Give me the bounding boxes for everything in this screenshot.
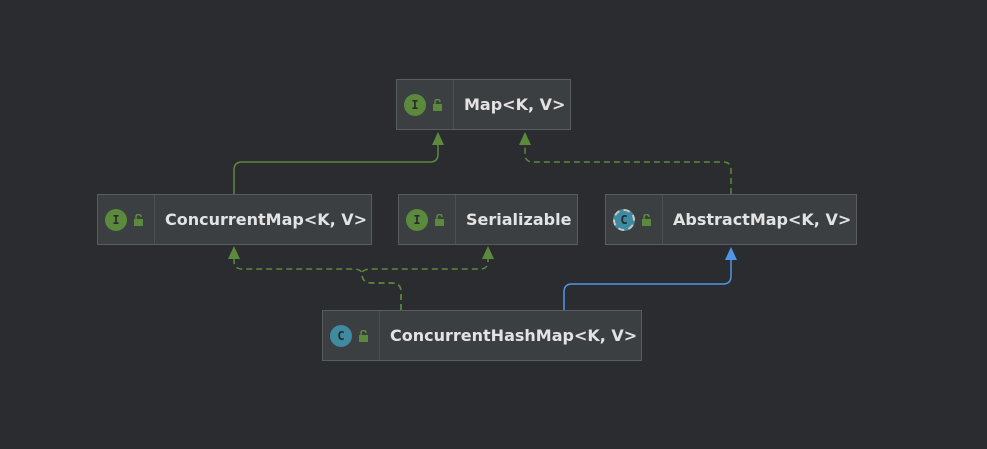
arrowhead-concurrentmap <box>228 246 240 259</box>
node-map[interactable]: I Map<K, V> <box>396 79 571 130</box>
node-label: ConcurrentHashMap<K, V> <box>390 326 638 345</box>
node-label: AbstractMap<K, V> <box>673 210 852 229</box>
arrowhead-map-right <box>519 132 531 145</box>
node-icons: C <box>606 195 663 244</box>
unlocked-icon <box>433 98 442 111</box>
node-abstractmap[interactable]: C AbstractMap<K, V> <box>605 194 857 245</box>
arrowhead-abstractmap <box>725 247 737 260</box>
node-icons: I <box>397 80 454 129</box>
node-serializable[interactable]: I Serializable <box>398 194 578 245</box>
unlocked-icon <box>435 213 444 226</box>
edge-concurrenthashmap-to-abstractmap <box>563 260 732 310</box>
edge-abstractmap-to-map <box>524 145 732 194</box>
edge-concurrenthashmap-to-concurrentmap <box>233 259 402 310</box>
node-icons: I <box>399 195 456 244</box>
node-icons: C <box>323 311 380 360</box>
unlocked-icon <box>642 213 651 226</box>
interface-icon: I <box>404 93 426 116</box>
node-concurrentmap[interactable]: I ConcurrentMap<K, V> <box>97 194 372 245</box>
unlocked-icon <box>134 213 143 226</box>
edge-concurrentmap-to-map <box>233 145 439 194</box>
node-concurrenthashmap[interactable]: C ConcurrentHashMap<K, V> <box>322 310 642 361</box>
node-label: Serializable <box>466 210 572 229</box>
arrowhead-serializable <box>482 246 494 259</box>
interface-icon: I <box>105 208 127 231</box>
unlocked-icon <box>359 329 368 342</box>
node-label: Map<K, V> <box>464 95 566 114</box>
interface-icon: I <box>406 208 428 231</box>
node-icons: I <box>98 195 155 244</box>
node-label: ConcurrentMap<K, V> <box>165 210 368 229</box>
class-icon: C <box>330 324 352 347</box>
abstract-class-icon: C <box>613 208 635 231</box>
arrowhead-map-left <box>432 132 444 145</box>
edge-concurrenthashmap-to-serializable <box>361 259 489 310</box>
